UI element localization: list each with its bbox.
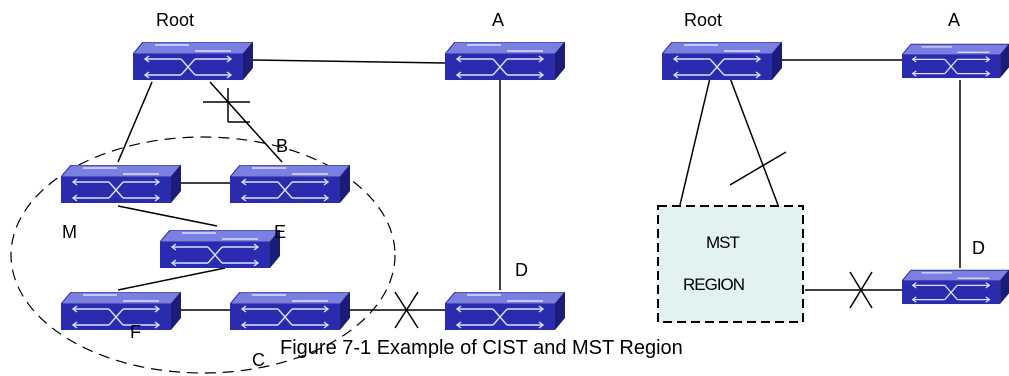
switch-e — [160, 230, 280, 269]
blocked-port-marker-root-region — [729, 151, 787, 186]
switch-c — [230, 292, 350, 331]
label-d-right: D — [972, 238, 985, 258]
label-b: B — [276, 136, 288, 156]
link-root-a — [249, 59, 446, 64]
link-m-e — [117, 205, 218, 227]
switch-root — [133, 42, 253, 81]
mst-region-diagram: MST REGION Root A D — [657, 10, 1009, 323]
label-root-right: Root — [684, 10, 722, 30]
label-d: D — [515, 260, 528, 280]
blocked-port-marker-root-b — [203, 88, 250, 123]
label-c: C — [252, 350, 265, 370]
region-ellipse — [10, 136, 396, 374]
switch-d — [445, 292, 565, 331]
switch-b — [230, 165, 350, 204]
switch-d-right — [902, 269, 1009, 305]
mst-region-box — [657, 205, 804, 323]
cist-diagram: Root A B M E D F C — [10, 10, 565, 374]
label-root: Root — [156, 10, 194, 30]
label-e: E — [274, 222, 286, 242]
link-root-region-right — [729, 77, 779, 206]
label-a-right: A — [948, 10, 960, 30]
blocked-port-marker-region-d — [849, 271, 873, 309]
blocked-port-marker-c-d — [394, 291, 419, 329]
link-e-f — [117, 267, 226, 291]
link-root-m — [117, 81, 153, 163]
switch-a-right — [902, 43, 1009, 79]
switch-m — [61, 165, 181, 204]
link-root-region-left — [679, 77, 711, 206]
switch-f — [61, 292, 181, 331]
switch-a — [445, 42, 565, 81]
figure-caption: Figure 7-1 Example of CIST and MST Regio… — [280, 337, 683, 359]
label-m: M — [62, 222, 77, 242]
mst-region-label-line1: MST — [706, 233, 740, 252]
label-f: F — [130, 322, 141, 342]
switch-root-right — [662, 42, 782, 81]
mst-region-label-line2: REGION — [683, 275, 744, 294]
label-a: A — [492, 10, 504, 30]
